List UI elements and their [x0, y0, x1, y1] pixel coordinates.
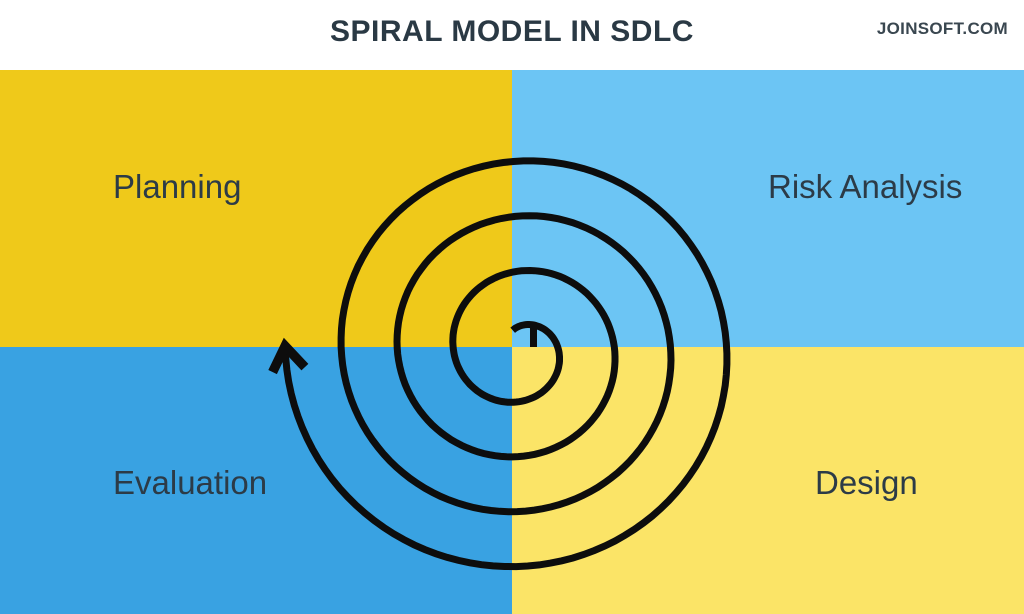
quadrant-risk-analysis	[512, 70, 1024, 347]
label-planning: Planning	[113, 168, 242, 205]
label-design: Design	[815, 464, 918, 501]
watermark: JOINSOFT.COM	[876, 19, 1008, 38]
page-title: SPIRAL MODEL IN SDLC	[330, 15, 694, 48]
label-evaluation: Evaluation	[113, 464, 268, 501]
label-risk-analysis: Risk Analysis	[768, 168, 963, 205]
header: SPIRAL MODEL IN SDLC JOINSOFT.COM	[0, 0, 1024, 70]
quadrant-planning	[0, 70, 512, 347]
quadrant-design	[512, 347, 1024, 614]
